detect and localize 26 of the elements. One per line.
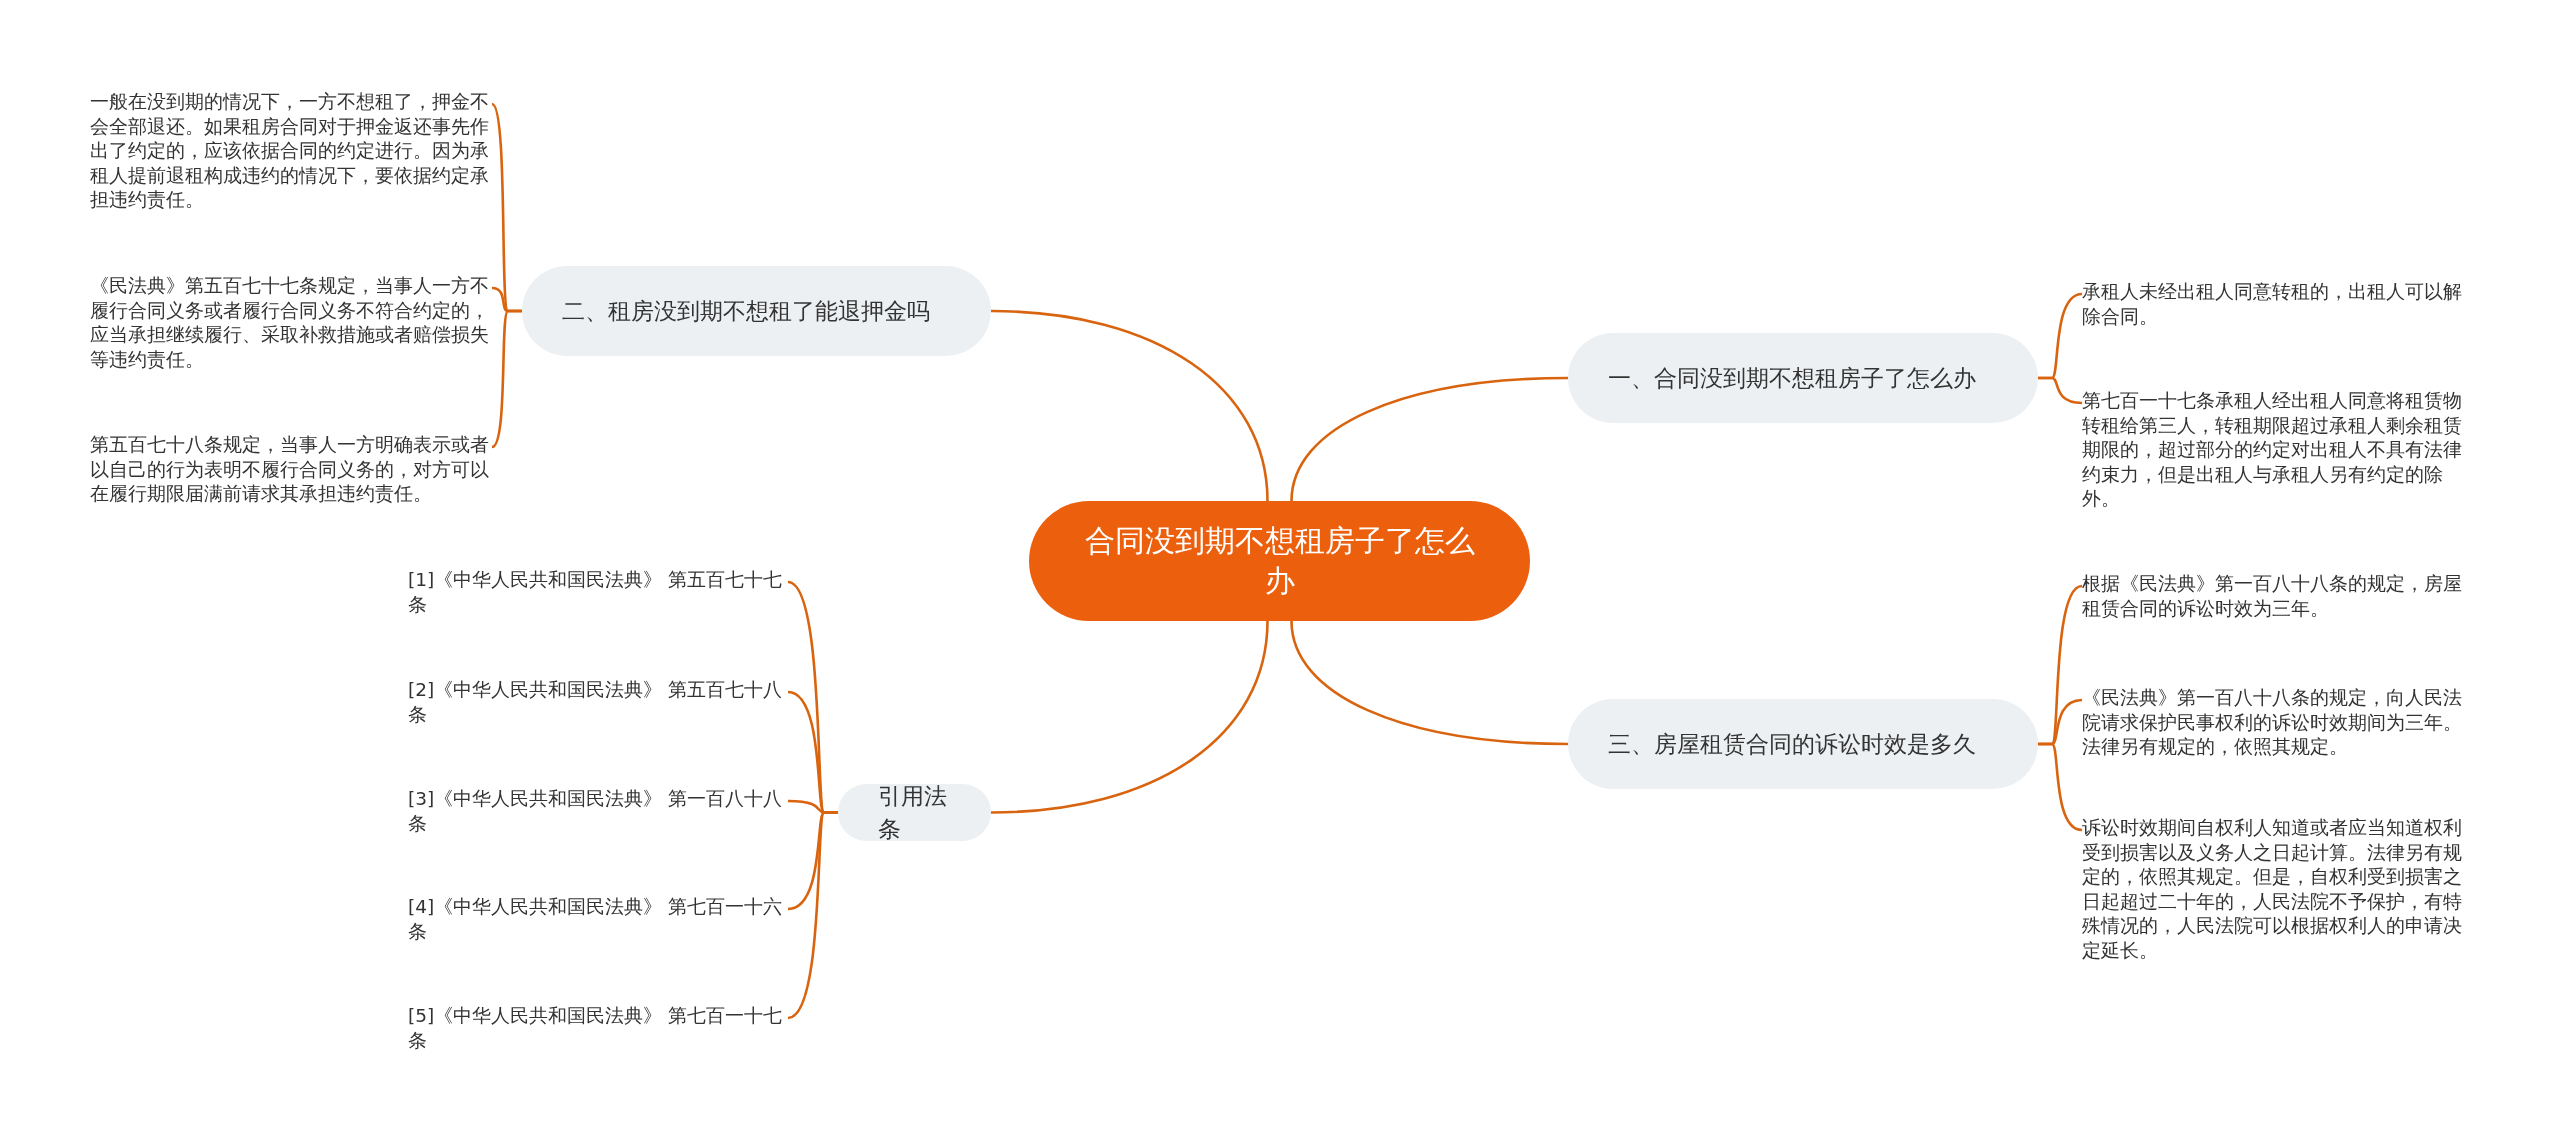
connector-line — [1290, 620, 1569, 746]
connector-line — [491, 309, 522, 449]
topic-text: 第七百一十七条承租人经出租人同意将租赁物转租给第三人，转租期限超过承租人剩余租赁期限的，超过部分的约定对出租人不具有法律约束力，但是出租人与承租人另有约定的除外。 — [2082, 389, 2480, 512]
topic-box: 一、合同没到期不想租房子了怎么办 — [1568, 333, 2038, 423]
topic-text: [5]《中华人民共和国民法典》 第七百一十七条 — [408, 1004, 788, 1053]
topic-text: 《民法典》第五百七十七条规定，当事人一方不履行合同义务或者履行合同义务不符合约定的，应当承担继续履行、采取补救措施或者赔偿损失等违约责任。 — [90, 274, 492, 372]
connector-line — [990, 620, 1269, 814]
topic-box: 引用法条 — [838, 784, 991, 841]
topic-text: 根据《民法典》第一百八十八条的规定，房屋租赁合同的诉讼时效为三年。 — [2082, 572, 2480, 621]
connector-line — [2038, 376, 2083, 405]
central-topic: 合同没到期不想租房子了怎么办 — [1029, 501, 1530, 621]
connector-line — [990, 309, 1269, 502]
connector-line — [1290, 376, 1569, 502]
topic-text: [3]《中华人民共和国民法典》 第一百八十八条 — [408, 787, 788, 836]
topic-text: [1]《中华人民共和国民法典》 第五百七十七条 — [408, 568, 788, 617]
topic-text: [4]《中华人民共和国民法典》 第七百一十六条 — [408, 895, 788, 944]
topic-text: 第五百七十八条规定，当事人一方明确表示或者以自己的行为表明不履行合同义务的，对方可以在履行期限届满前请求其承担违约责任。 — [90, 433, 492, 507]
topic-text: [2]《中华人民共和国民法典》 第五百七十八条 — [408, 678, 788, 727]
topic-text: 《民法典》第一百八十八条的规定，向人民法院请求保护民事权利的诉讼时效期间为三年。法律另有规定的，依照其规定。 — [2082, 686, 2480, 760]
topic-text: 诉讼时效期间自权利人知道或者应当知道权利受到损害以及义务人之日起计算。法律另有规定的，依照其规定。但是，自权利受到损害之日起超过二十年的，人民法院不予保护，有特殊情况的，人民法院可以根据权利人的申请决定延长。 — [2082, 816, 2480, 963]
connector-line — [2038, 742, 2083, 832]
topic-box: 三、房屋租赁合同的诉讼时效是多久 — [1568, 699, 2038, 789]
connector-line — [787, 811, 838, 1020]
topic-text: 一般在没到期的情况下，一方不想租了，押金不会全部退还。如果租房合同对于押金返还事先作出了约定的，应该依据合同的约定进行。因为承租人提前退租构成违约的情况下，要依据约定承担违约责任。 — [90, 90, 492, 213]
topic-box: 二、租房没到期不想租了能退押金吗 — [522, 266, 991, 356]
topic-text: 承租人未经出租人同意转租的，出租人可以解除合同。 — [2082, 280, 2480, 329]
